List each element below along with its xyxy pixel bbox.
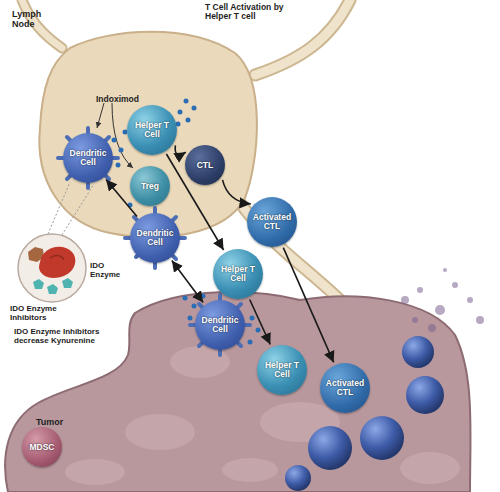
- immune-cell: [285, 465, 311, 491]
- tumor-debris: [412, 317, 418, 323]
- cell-circle: CTL: [185, 145, 225, 185]
- cell-label: CTL: [197, 161, 214, 170]
- dendrite-spikes: [58, 128, 118, 188]
- region-label: Lymph Node: [12, 10, 48, 30]
- annotation-label: Indoximod: [96, 95, 139, 104]
- annotation-label: IDO Enzyme Inhibitors decrease Kynurenin…: [14, 328, 114, 346]
- tumor-debris: [401, 296, 409, 304]
- ido-inhibitor: [33, 279, 44, 289]
- cell-label: Dendritic Cell: [135, 229, 175, 247]
- annotation-label: T Cell Activation by Helper T cell: [205, 3, 300, 22]
- cell-circle: Activated CTL: [320, 363, 370, 413]
- cell-label: Helper T Cell: [218, 265, 258, 283]
- ido-inhibitor: [47, 284, 58, 294]
- tumor-texture: [125, 414, 195, 450]
- cell-circle: Dendritic Cell: [130, 213, 180, 263]
- kynurenine-dot: [256, 328, 261, 333]
- immune-cell: [402, 336, 434, 368]
- cell-circle: Helper T Cell: [213, 249, 263, 299]
- cell-label: Activated CTL: [325, 379, 365, 397]
- tumor-debris: [476, 316, 484, 324]
- cell-circle: Dendritic Cell: [63, 133, 113, 183]
- kynurenine-dot: [178, 110, 183, 115]
- annotation-label: IDO Enzyme: [90, 262, 130, 280]
- immune-cell: [360, 416, 404, 460]
- kynurenine-dot: [186, 118, 191, 123]
- kynurenine-dot: [128, 203, 133, 208]
- inset-circle: [18, 234, 86, 302]
- dendrite-spikes: [190, 295, 250, 355]
- cell-circle: MDSC: [22, 427, 62, 467]
- tumor-debris: [428, 324, 436, 332]
- cell-circle: Activated CTL: [247, 197, 297, 247]
- cell-circle: Dendritic Cell: [195, 300, 245, 350]
- cell-label: Dendritic Cell: [200, 316, 240, 334]
- lymph-node-region: Lymph NodeHelper T CellCTL Dendritic Cell…: [10, 8, 260, 243]
- cell-label: MDSC: [29, 443, 54, 452]
- kynurenine-dot: [112, 138, 117, 143]
- kynurenine-dot: [119, 148, 124, 153]
- kynurenine-dot: [250, 316, 255, 321]
- cell-label: Activated CTL: [252, 213, 292, 231]
- cell-label: Treg: [141, 182, 159, 191]
- cell-label: Helper T Cell: [132, 121, 172, 139]
- tumor-texture: [65, 459, 125, 485]
- tumor-texture: [222, 458, 278, 482]
- cell-circle: Helper T Cell: [257, 345, 307, 395]
- cell-circle: Treg: [130, 166, 170, 206]
- immune-cell: [406, 376, 444, 414]
- tumor-region: TumorDendritic CellHelper T CellActivate…: [0, 285, 472, 492]
- tumor-texture: [400, 452, 460, 484]
- cell-label: Dendritic Cell: [68, 149, 108, 167]
- ido-enzyme: [50, 256, 64, 260]
- cell-circle: Helper T Cell: [127, 105, 177, 155]
- tumor-debris: [467, 297, 473, 303]
- ido-inhibitor: [62, 278, 73, 288]
- cell-label: Helper T Cell: [262, 361, 302, 379]
- kynurenine-dot: [188, 316, 193, 321]
- tumor-debris: [435, 305, 445, 315]
- lymph-node-region-outline: [39, 32, 257, 237]
- dendrite-spikes: [125, 208, 185, 268]
- ido-enzyme: [39, 247, 75, 278]
- lymph-vessel: [22, 0, 350, 300]
- tumor-debris: [443, 268, 447, 272]
- kynurenine-dot: [192, 106, 197, 111]
- tumor-region-outline: [5, 292, 470, 492]
- immune-cell: [308, 426, 352, 470]
- kynurenine-dot: [116, 163, 121, 168]
- kynurenine-dot: [184, 99, 189, 104]
- kynurenine-dot: [248, 340, 253, 345]
- annotation-label: IDO Enzyme Inhibitors: [10, 305, 72, 323]
- tumor-debris: [417, 287, 423, 293]
- kynurenine-dot: [192, 304, 197, 309]
- tumor-debris: [452, 282, 458, 288]
- kynurenine-dot: [183, 296, 188, 301]
- kynurenine-dot: [201, 294, 206, 299]
